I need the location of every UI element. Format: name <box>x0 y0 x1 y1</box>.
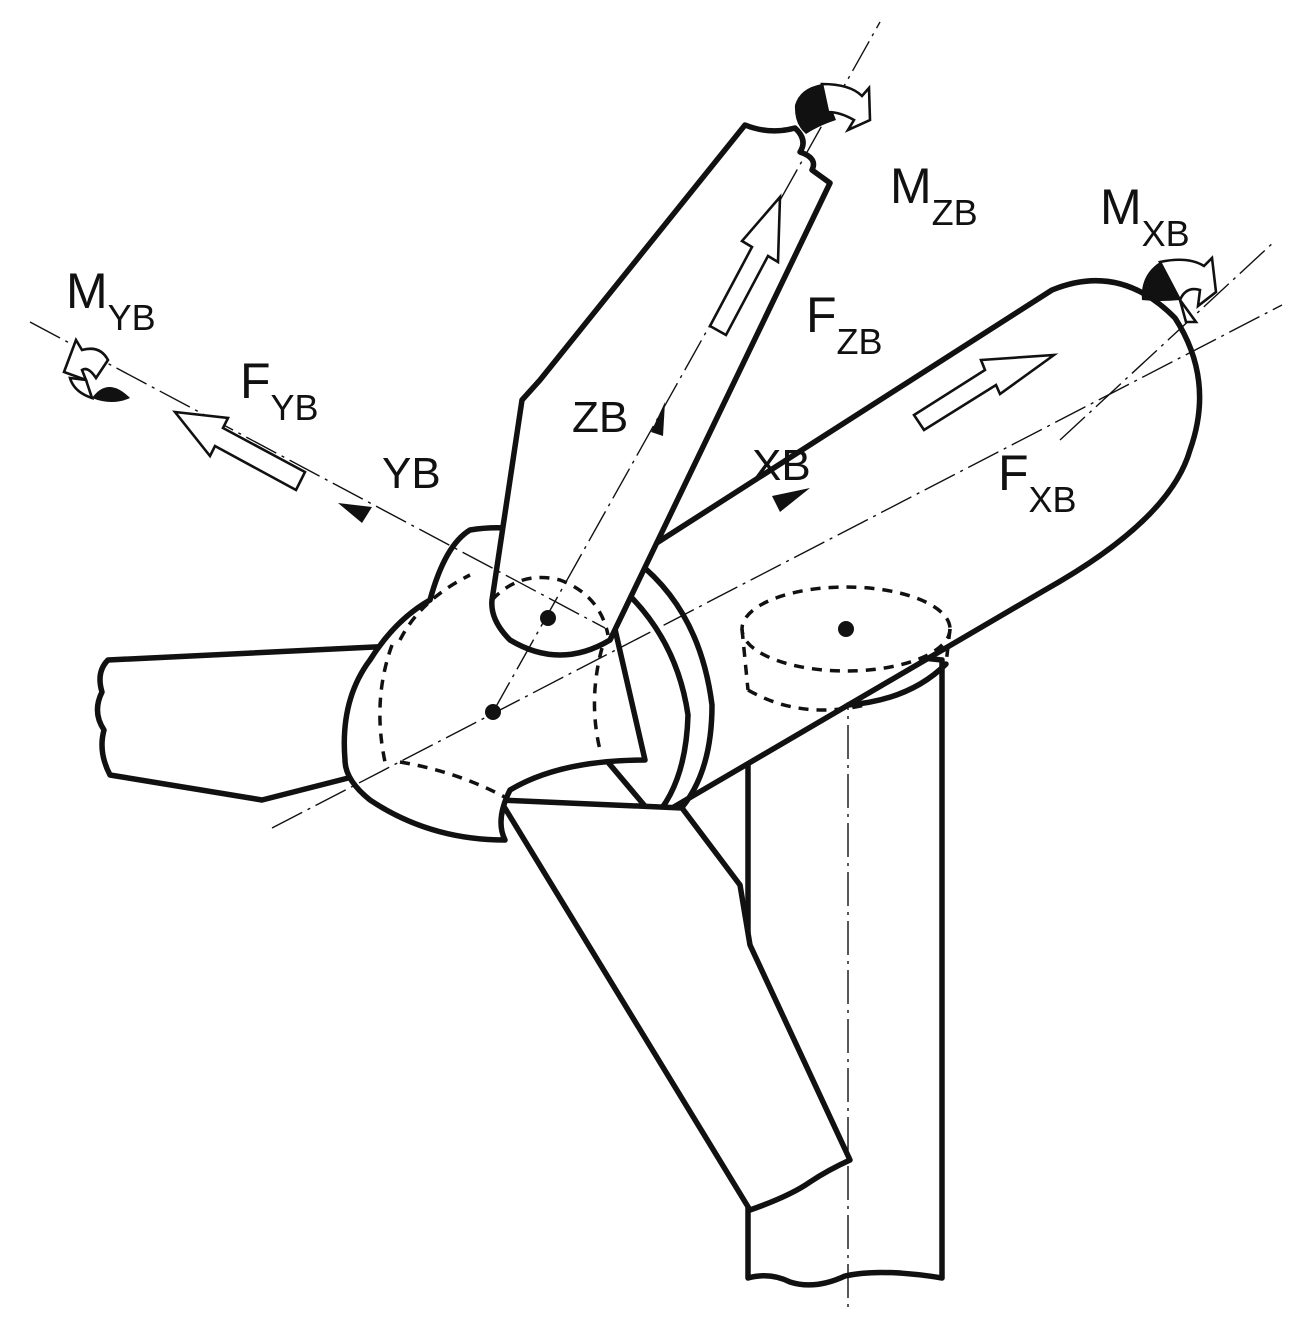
text-labels: MZB MXB MYB FZB FYB FXB YB ZB XB <box>66 158 1190 520</box>
label-axis-zb: ZB <box>572 393 628 442</box>
fyb-force-arrow-icon <box>172 410 307 492</box>
fzb-force-arrow-icon <box>708 193 782 337</box>
zb-arrowhead-icon <box>651 402 665 436</box>
axis-arrowheads <box>338 402 810 523</box>
leg-top-hidden-outline <box>740 585 952 712</box>
xb-axis-line <box>271 304 1283 829</box>
label-m-zb: MZB <box>890 158 978 233</box>
moment-symbols <box>62 82 1218 402</box>
mzb-moment-icon <box>794 82 872 134</box>
label-f-xb: FXB <box>998 445 1077 520</box>
label-axis-xb: XB <box>752 441 811 490</box>
label-m-xb: MXB <box>1100 179 1190 254</box>
yb-axis-line <box>29 321 606 629</box>
label-f-zb: FZB <box>806 287 883 362</box>
yb-arrowhead-icon <box>338 503 372 523</box>
myb-moment-icon <box>62 337 130 402</box>
main-brace-xb <box>502 277 1203 823</box>
label-f-yb: FYB <box>240 353 319 428</box>
left-brace <box>94 643 398 803</box>
center-lines <box>29 21 1283 829</box>
xb-arrowhead-icon <box>772 488 810 512</box>
force-arrows <box>172 193 1059 492</box>
mxb-moment-icon <box>1141 255 1218 324</box>
label-m-yb: MYB <box>66 263 156 338</box>
fxb-force-arrow-icon <box>912 353 1059 432</box>
label-axis-yb: YB <box>382 449 441 498</box>
zb-axis-line <box>492 21 881 713</box>
node-points <box>485 610 854 720</box>
lower-brace <box>497 797 853 1213</box>
